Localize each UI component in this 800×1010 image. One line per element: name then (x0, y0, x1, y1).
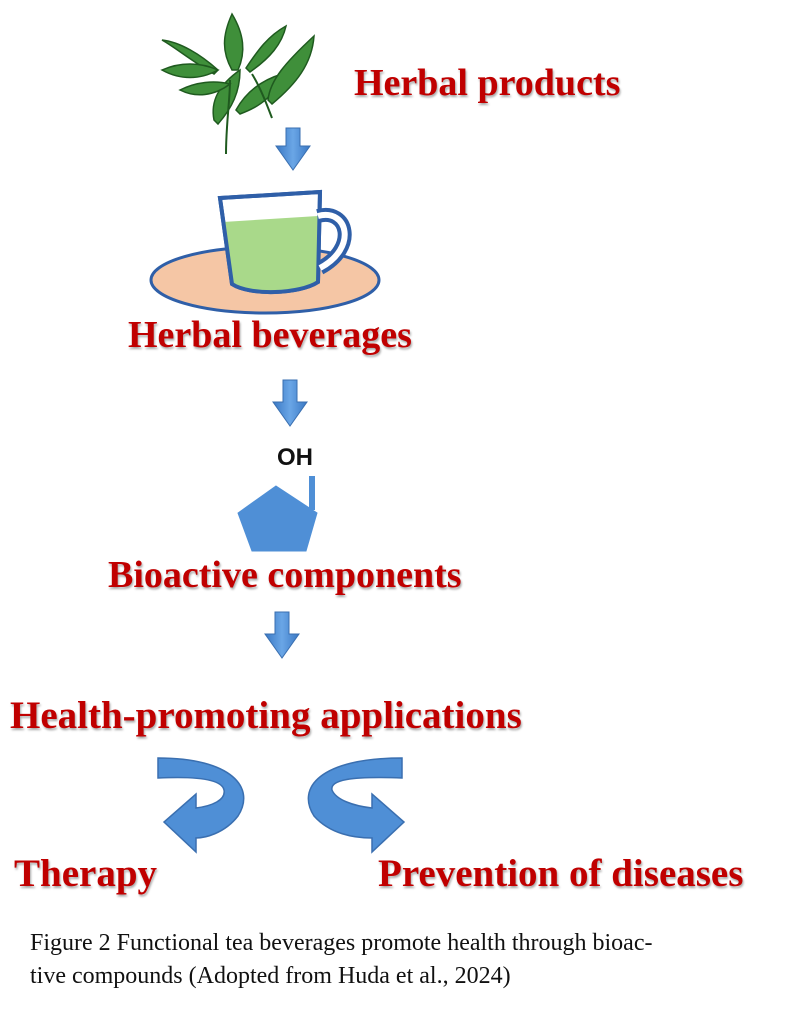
herbal-products-label: Herbal products (354, 62, 621, 104)
figure-caption: Figure 2 Functional tea beverages promot… (30, 927, 780, 993)
prevention-label: Prevention of diseases (378, 852, 744, 895)
hydroxyl-label: OH (277, 444, 313, 471)
herbal-beverages-label: Herbal beverages (128, 314, 412, 356)
health-applications-label: Health-promoting applications (10, 694, 522, 737)
curved-arrow-left-icon (157, 757, 245, 854)
down-arrow-icon (272, 379, 308, 427)
caption-line-2: tive compounds (Adopted from Huda et al.… (30, 963, 511, 989)
caption-line-1: Figure 2 Functional tea beverages promot… (30, 930, 653, 956)
leaves-icon (160, 12, 315, 155)
tea-cup-icon (149, 189, 381, 315)
therapy-label: Therapy (14, 852, 158, 895)
down-arrow-icon (275, 127, 311, 171)
bioactive-components-label: Bioactive components (108, 554, 462, 596)
down-arrow-icon (264, 611, 300, 659)
curved-arrow-right-icon (307, 757, 406, 854)
pentagon-molecule-icon (237, 476, 318, 552)
